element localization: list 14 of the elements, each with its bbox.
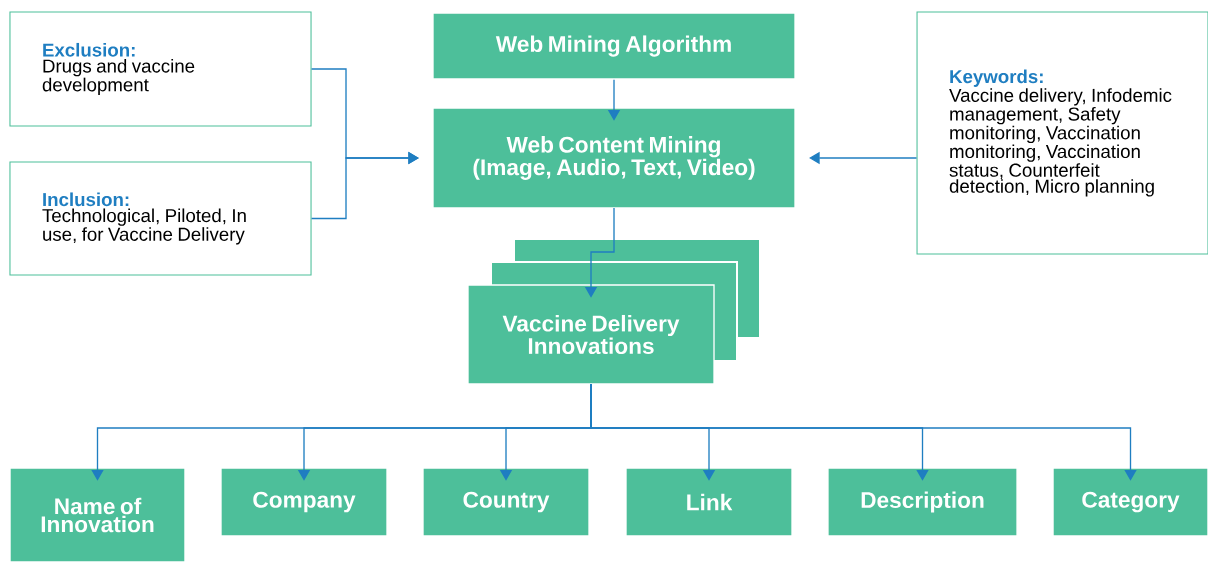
process-box: Web Content Mining (Image, Audio, Text, Video) xyxy=(432,107,796,209)
process-box: Company xyxy=(220,467,388,537)
process-box: Web Mining Algorithm xyxy=(432,12,796,80)
criteria-box: Inclusion: Technological, Piloted, In use, for Vaccine Delivery xyxy=(9,161,312,276)
criteria-box: Keywords: Vaccine delivery, Infodemic management, Safety monitoring, Vaccination monitoring, Vaccination status, Counterfeit detection, Micro planning xyxy=(916,11,1208,255)
arrow xyxy=(310,151,419,220)
stacked-cards-box: Vaccine Delivery Innovations xyxy=(467,238,761,385)
process-box: Link xyxy=(625,467,793,537)
process-box: Category xyxy=(1052,467,1208,537)
process-box: Description xyxy=(827,467,1018,537)
node-label: Innovations xyxy=(528,337,654,355)
process-box: Name of Innovation xyxy=(9,467,186,562)
criteria-box: Exclusion: Drugs and vaccine development xyxy=(9,11,312,127)
process-box: Country xyxy=(422,467,590,537)
